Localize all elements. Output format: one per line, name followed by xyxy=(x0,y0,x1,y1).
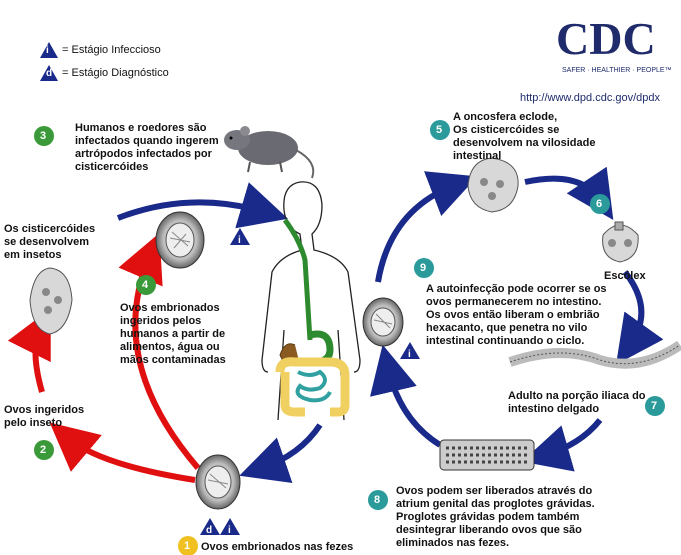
arrow-egg-to-insect-red xyxy=(49,422,196,483)
oncosphere xyxy=(467,157,519,213)
arrow-insect-to-human xyxy=(116,182,289,229)
svg-text:i: i xyxy=(408,349,411,360)
badge-6 xyxy=(590,194,610,214)
arrow-to-insect-red xyxy=(7,308,51,393)
step-8-text: Ovos podem ser liberados através do atri… xyxy=(396,485,595,549)
legend-diagnostic-label: = Estágio Diagnóstico xyxy=(62,67,169,79)
insect-development-text: Os cisticercóides se desenvolvem em inse… xyxy=(4,223,96,261)
cysticercoid-insect xyxy=(29,267,73,335)
step-3-text: Humanos e roedores são infectados quando… xyxy=(75,122,219,173)
badge-3-num: 3 xyxy=(40,130,47,142)
badge-1-num: 1 xyxy=(184,540,191,552)
badge-7 xyxy=(645,396,665,416)
cdc-tagline: SAFER · HEALTHIER · PEOPLE™ xyxy=(562,67,672,74)
infective-triangle-icon: i xyxy=(40,42,58,58)
badge-7-num: 7 xyxy=(651,400,658,412)
infective-marker-auto: i xyxy=(400,342,420,360)
svg-text:i: i xyxy=(228,525,231,536)
badge-4 xyxy=(136,275,156,295)
egg-autoinfection xyxy=(362,297,404,347)
rat-illustration xyxy=(224,126,315,179)
diagnostic-triangle-icon: d xyxy=(40,65,58,81)
badge-8 xyxy=(368,490,388,510)
step-4-text: Ovos embrionados ingeridos pelos humanos… xyxy=(120,302,226,366)
step-6-text: Escólex xyxy=(604,270,646,282)
source-url[interactable]: http://www.dpd.cdc.gov/dpdx xyxy=(520,92,661,104)
badge-1 xyxy=(178,536,198,555)
svg-text:i: i xyxy=(238,235,241,246)
digestive-tract xyxy=(275,218,350,417)
gravid-proglottid xyxy=(439,439,535,471)
legend-diagnostic: d = Estágio Diagnóstico xyxy=(40,65,169,81)
arrow-proglottid-to-autoinfection xyxy=(370,344,442,448)
step-7-text: Adulto na porção iliaca do intestino del… xyxy=(508,390,646,415)
egg-bottom xyxy=(195,454,241,510)
arrow-scolex-to-adult xyxy=(616,270,664,365)
arrow-adult-to-proglottid xyxy=(521,418,603,472)
badge-2 xyxy=(34,440,54,460)
badge-5 xyxy=(430,120,450,140)
badge-6-num: 6 xyxy=(596,198,603,210)
step-9-text: A autoinfecção pode ocorrer se os ovos p… xyxy=(426,283,607,347)
egg-center-human xyxy=(155,211,205,269)
cdc-logo-text: CDC xyxy=(556,13,656,64)
step-1-text: Ovos embrionados nas fezes xyxy=(201,541,354,553)
badge-5-num: 5 xyxy=(436,124,443,136)
badge-9-num: 9 xyxy=(420,262,427,274)
badge-8-num: 8 xyxy=(374,494,381,506)
arrow-oncosphere-to-scolex xyxy=(524,166,614,220)
svg-text:d: d xyxy=(206,525,212,536)
badge-2-num: 2 xyxy=(40,444,47,456)
step-5-text: A oncosfera eclode, Os cisticercóides se… xyxy=(453,111,596,162)
badge-3 xyxy=(34,126,54,146)
legend-infective-label: = Estágio Infeccioso xyxy=(62,44,161,56)
arrow-to-oncosphere xyxy=(375,171,478,283)
diagnostic-marker-bottom: d i xyxy=(200,518,240,536)
scolex xyxy=(602,221,639,263)
badge-9 xyxy=(414,258,434,278)
step-2-text: Ovos ingeridos pelo inseto xyxy=(4,404,85,429)
infective-marker-top: i xyxy=(230,228,250,246)
arrow-human-to-egg xyxy=(239,423,323,483)
cdc-logo: CDC SAFER · HEALTHIER · PEOPLE™ xyxy=(548,4,676,78)
badge-4-num: 4 xyxy=(142,279,149,291)
legend-infective: i = Estágio Infeccioso xyxy=(40,42,161,58)
